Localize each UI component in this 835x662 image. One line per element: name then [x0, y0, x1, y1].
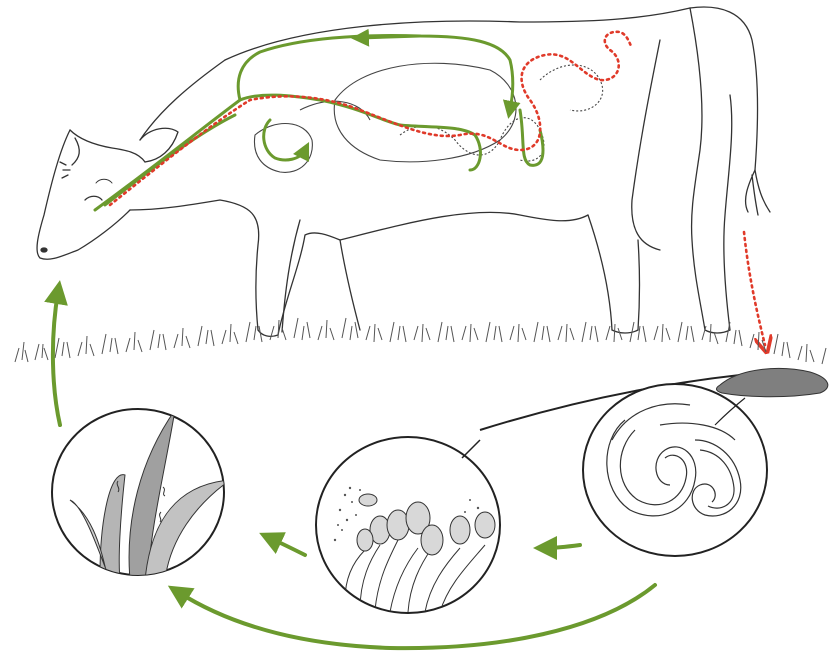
digestive-tract	[254, 63, 602, 172]
sporangium-icon	[359, 494, 377, 506]
circle-larvae-in-dung	[583, 384, 767, 556]
red-excretion-path	[110, 32, 765, 345]
arrow-dung-to-fungus	[545, 545, 580, 548]
sporangium-icon	[475, 512, 495, 538]
sporangium-icon	[387, 510, 409, 540]
arrow-fungus-to-grass	[270, 538, 305, 555]
sporangium-icon	[450, 516, 470, 544]
circle-larvae-on-grass	[52, 409, 230, 580]
connector-line	[462, 440, 480, 458]
sporangium-icon	[421, 525, 443, 555]
arrow-to-cow	[53, 292, 60, 425]
circle-fungus-sporangia	[316, 437, 501, 613]
green-ingestion-path	[95, 36, 543, 210]
sporangium-icon	[357, 529, 373, 551]
dung-pat	[716, 368, 827, 396]
